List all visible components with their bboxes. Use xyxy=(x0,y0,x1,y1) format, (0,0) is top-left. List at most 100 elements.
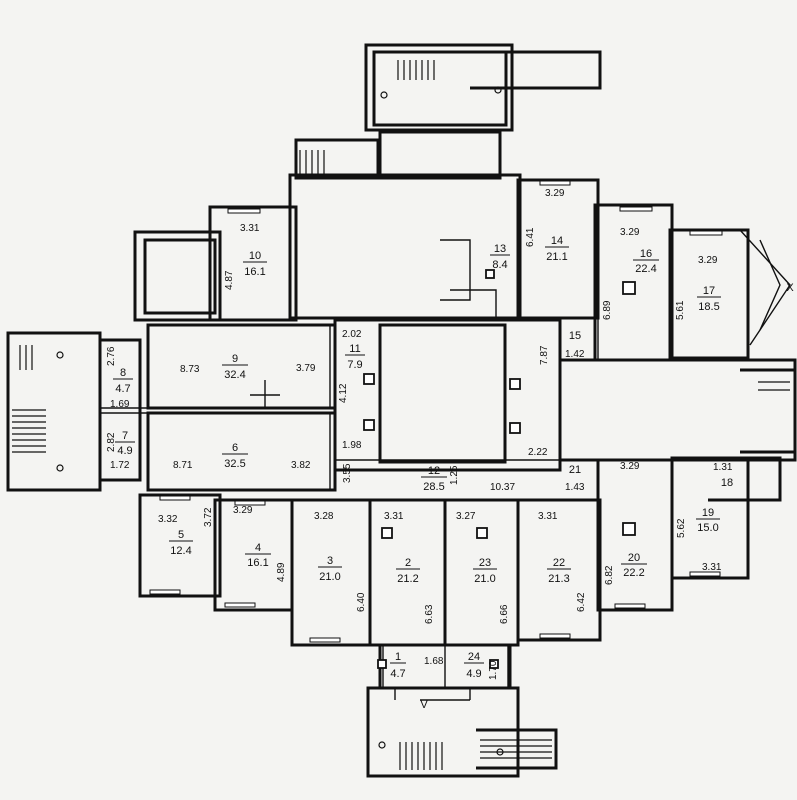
room-3-label: 321.0 xyxy=(318,555,342,583)
dim: 3.29 xyxy=(698,255,718,266)
dim: 7.87 xyxy=(539,345,550,365)
room-6-label: 632.5 xyxy=(222,442,248,470)
dim: 4.12 xyxy=(338,383,349,403)
svg-text:4.7: 4.7 xyxy=(115,383,130,395)
svg-text:12.4: 12.4 xyxy=(170,545,191,557)
dim: 5.62 xyxy=(676,518,687,538)
room-7-label: 74.9 xyxy=(115,430,135,457)
dim: 3.82 xyxy=(291,460,311,471)
svg-text:24: 24 xyxy=(468,651,480,663)
svg-text:7.9: 7.9 xyxy=(347,359,362,371)
svg-text:18.5: 18.5 xyxy=(698,301,719,313)
dim: 1.98 xyxy=(342,440,362,451)
dim: 3.28 xyxy=(314,511,334,522)
room-24-label: 244.9 xyxy=(464,651,484,680)
dim: 1.43 xyxy=(565,482,585,493)
dim: 4.87 xyxy=(224,270,235,290)
dim: 1.31 xyxy=(713,462,733,473)
dim: 3.55 xyxy=(342,463,353,483)
svg-text:23: 23 xyxy=(479,557,491,569)
svg-text:32.4: 32.4 xyxy=(224,369,245,381)
svg-text:12: 12 xyxy=(428,465,440,477)
columns xyxy=(363,269,636,669)
room-14-label: 14 21.1 xyxy=(545,235,569,263)
svg-text:28.5: 28.5 xyxy=(423,481,444,493)
outer-walls xyxy=(6,43,797,778)
dim: 3.27 xyxy=(456,511,476,522)
svg-text:5: 5 xyxy=(178,529,184,541)
dim: 2.82 xyxy=(106,432,117,452)
dimension-labels: 3.31 4.87 2.02 4.12 8.73 3.79 2.76 1.69 … xyxy=(106,188,733,680)
room-21-number: 21 xyxy=(569,464,581,476)
svg-text:8: 8 xyxy=(120,367,126,379)
svg-text:21.0: 21.0 xyxy=(474,573,495,585)
dim: 8.71 xyxy=(173,460,193,471)
dim: 6.66 xyxy=(499,604,510,624)
dim: 3.31 xyxy=(384,511,404,522)
room-1-label: 14.7 xyxy=(390,651,406,680)
svg-text:3: 3 xyxy=(327,555,333,567)
dim: 1.25 xyxy=(449,465,460,485)
dim: 6.42 xyxy=(576,592,587,612)
room-2-label: 221.2 xyxy=(396,557,420,585)
svg-text:1: 1 xyxy=(395,651,401,663)
svg-text:16.1: 16.1 xyxy=(244,266,265,278)
dim: 2.02 xyxy=(342,329,362,340)
svg-text:9: 9 xyxy=(232,353,238,365)
svg-text:20: 20 xyxy=(628,552,640,564)
dim: 1.70 xyxy=(488,660,499,680)
svg-text:19: 19 xyxy=(702,507,714,519)
svg-text:22: 22 xyxy=(553,557,565,569)
dim: 10.37 xyxy=(490,482,515,493)
svg-text:32.5: 32.5 xyxy=(224,458,245,470)
svg-text:8.4: 8.4 xyxy=(492,259,507,271)
svg-text:16.1: 16.1 xyxy=(247,557,268,569)
svg-text:2: 2 xyxy=(405,557,411,569)
room-10-label: 10 16.1 xyxy=(243,250,267,278)
dim: 1.72 xyxy=(110,460,130,471)
stairs xyxy=(12,60,790,770)
svg-text:14: 14 xyxy=(551,235,563,247)
svg-text:7: 7 xyxy=(122,430,128,442)
dim: 8.73 xyxy=(180,364,200,375)
drain-marks xyxy=(56,86,504,756)
dim: 5.61 xyxy=(675,300,686,320)
svg-text:15.0: 15.0 xyxy=(697,522,718,534)
exit-mark: X xyxy=(786,282,794,294)
room-9-label: 932.4 xyxy=(222,353,248,381)
svg-text:21.0: 21.0 xyxy=(319,571,340,583)
dim: 1.68 xyxy=(424,656,444,667)
svg-text:11: 11 xyxy=(349,343,360,355)
svg-text:10: 10 xyxy=(249,250,261,262)
dim: 6.41 xyxy=(525,227,536,247)
room-19-label: 19 15.0 xyxy=(696,507,720,534)
svg-text:4: 4 xyxy=(255,542,261,554)
dim: 3.31 xyxy=(240,223,260,234)
svg-text:16: 16 xyxy=(640,248,652,260)
svg-text:21.2: 21.2 xyxy=(397,573,418,585)
svg-text:4.7: 4.7 xyxy=(390,668,405,680)
dim: 3.29 xyxy=(233,505,253,516)
dim: 6.63 xyxy=(424,604,435,624)
svg-text:4.9: 4.9 xyxy=(117,445,132,457)
room-4-label: 416.1 xyxy=(245,542,271,569)
dim: 2.22 xyxy=(528,447,548,458)
svg-text:6: 6 xyxy=(232,442,238,454)
svg-text:21.1: 21.1 xyxy=(546,251,567,263)
svg-text:4.9: 4.9 xyxy=(466,668,481,680)
svg-text:21.3: 21.3 xyxy=(548,573,569,585)
dim: 3.29 xyxy=(620,461,640,472)
dim: 6.82 xyxy=(604,565,615,585)
dim: 4.89 xyxy=(276,562,287,582)
dim: 3.32 xyxy=(158,514,178,525)
room-11-label: 117.9 xyxy=(345,343,365,371)
room-12-label: 12 28.5 xyxy=(421,465,447,493)
room-5-label: 512.4 xyxy=(169,529,193,557)
room-8-label: 84.7 xyxy=(113,367,133,395)
dim: 6.89 xyxy=(602,300,613,320)
